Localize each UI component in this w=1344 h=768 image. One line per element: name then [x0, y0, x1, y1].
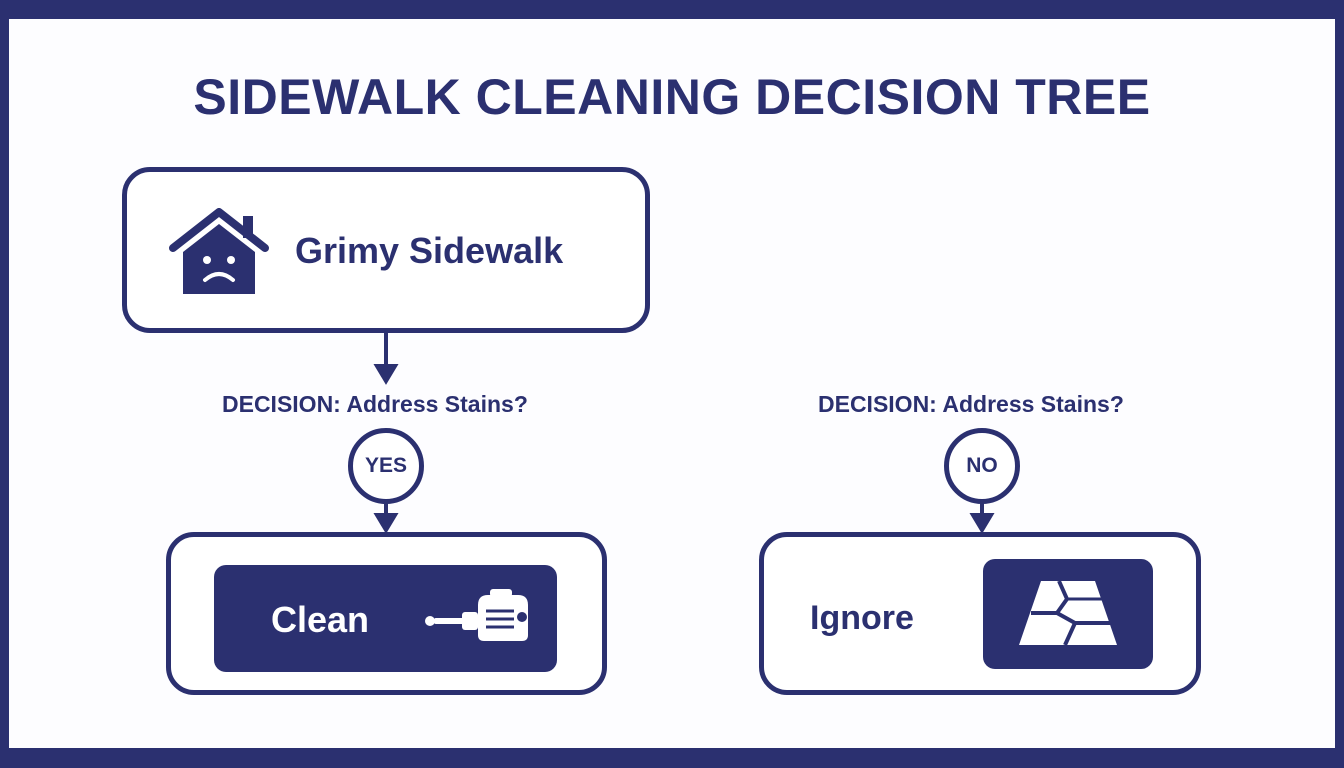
- clean-panel: Clean: [214, 565, 557, 672]
- decision-label-right: DECISION: Address Stains?: [818, 391, 1124, 417]
- decision-label-left: DECISION: Address Stains?: [222, 391, 528, 417]
- cracked-pavement-icon: [1019, 580, 1117, 646]
- arrowhead-no: [969, 513, 995, 534]
- outcome-clean-node: Clean: [166, 532, 607, 695]
- diagram-title: SIDEWALK CLEANING DECISION TREE: [193, 69, 1151, 125]
- ignore-panel: [983, 559, 1153, 669]
- pressure-washer-icon: [425, 589, 528, 641]
- outcome-ignore-label: Ignore: [810, 599, 914, 637]
- sad-house-icon: [169, 208, 269, 294]
- outcome-clean-label: Clean: [271, 599, 370, 640]
- start-label: Grimy Sidewalk: [295, 230, 564, 271]
- arrowhead-yes: [373, 513, 399, 534]
- start-node: Grimy Sidewalk: [122, 167, 650, 333]
- arrowhead-start: [373, 364, 399, 385]
- answer-yes-badge: YES: [348, 428, 424, 504]
- answer-no-badge: NO: [944, 428, 1020, 504]
- outcome-ignore-node: Ignore: [759, 532, 1201, 695]
